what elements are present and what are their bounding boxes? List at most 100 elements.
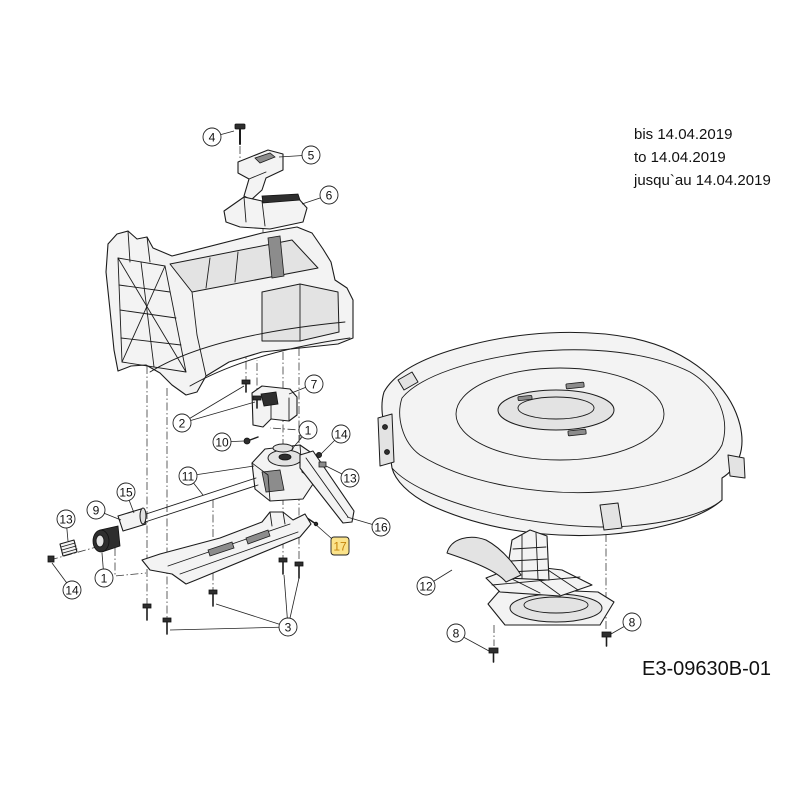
callout-circle [116, 482, 136, 502]
callout-13-lower[interactable]: 13 [56, 509, 76, 542]
bottom-plate-slot [245, 529, 271, 545]
housing-rear-box [261, 283, 340, 342]
callout-11[interactable]: 11 [178, 465, 255, 496]
callout-circle [278, 617, 298, 637]
callout-label: 17 [333, 539, 347, 553]
housing-lower-curve [149, 321, 346, 373]
callout-circle [62, 580, 82, 600]
screw-head [243, 437, 251, 445]
mount-bracket-fold [270, 397, 290, 422]
leader-line [215, 603, 289, 628]
callout-circle [331, 424, 351, 444]
callout-circle [304, 374, 324, 394]
validity-note: bis 14.04.2019 to 14.04.2019 jusqu`au 14… [633, 126, 771, 189]
mount-bracket-7 [251, 385, 298, 428]
bushing-bore [95, 534, 105, 548]
housing-rib [120, 337, 182, 346]
screw-10 [243, 436, 259, 445]
callout-14-upper[interactable]: 14 [320, 424, 351, 455]
callout-17-highlighted[interactable]: 17 [313, 522, 350, 556]
deck-skirt [391, 467, 723, 528]
callout-7[interactable]: 7 [288, 374, 324, 395]
callout-6[interactable]: 6 [301, 185, 339, 205]
bolt-8-left [488, 647, 499, 663]
callout-9[interactable]: 9 [86, 500, 122, 521]
callout-1-upper[interactable]: 1 [291, 420, 318, 450]
alignment-line [269, 427, 301, 440]
callout-8-left[interactable]: 8 [446, 623, 490, 652]
callout-15[interactable]: 15 [116, 482, 136, 514]
callout-circle [319, 185, 339, 205]
callout-label: 10 [215, 435, 229, 449]
screw-shank [249, 436, 259, 441]
leader-line [187, 465, 255, 477]
callouts: 4 5 6 7 2 10 [51, 127, 642, 652]
housing-inner-edge [205, 251, 239, 289]
drive-shaft-11 [139, 477, 259, 524]
lever-bracket-top [254, 152, 276, 164]
deck-side-bracket [727, 454, 746, 479]
callout-16[interactable]: 16 [346, 516, 391, 537]
callout-circle [212, 432, 232, 452]
callout-label: 5 [308, 148, 315, 162]
callout-4[interactable]: 4 [202, 127, 235, 147]
flap-grid [491, 576, 581, 586]
callout-14-lower[interactable]: 14 [51, 562, 82, 600]
callout-8-right[interactable]: 8 [610, 612, 642, 635]
cover-plate-strip [261, 193, 301, 204]
callout-label: 15 [119, 485, 133, 499]
drawing-number: E3-09630B-01 [642, 658, 771, 680]
flap-tower-grid [510, 558, 548, 562]
callout-label: 3 [285, 620, 292, 634]
upper-housing [105, 226, 354, 396]
validity-note-de: bis 14.04.2019 [634, 126, 732, 143]
screw-14-lower [47, 555, 55, 563]
gearbox-hub [278, 453, 292, 461]
callout-label: 13 [59, 512, 73, 526]
deck-slot [517, 394, 533, 402]
bolts-3 [142, 557, 304, 635]
bolt-4 [234, 123, 246, 145]
callout-label: 1 [305, 423, 312, 437]
callout-13-upper[interactable]: 13 [325, 465, 360, 488]
nut-body [318, 461, 327, 468]
callout-label: 8 [629, 615, 636, 629]
callout-circle [301, 145, 321, 165]
callout-label: 1 [101, 571, 108, 585]
callout-10[interactable]: 10 [212, 432, 245, 452]
callout-label: 4 [209, 130, 216, 144]
pin-end [313, 521, 319, 527]
lever-bracket-body [237, 149, 284, 201]
callout-2[interactable]: 2 [172, 385, 256, 433]
deck-front-bracket [377, 413, 395, 467]
housing-slot [267, 235, 285, 279]
gear-tooth [61, 545, 77, 551]
mount-bracket-spring [260, 391, 279, 407]
callout-label: 7 [311, 377, 318, 391]
callout-3[interactable]: 3 [169, 574, 300, 637]
callout-label: 14 [65, 583, 79, 597]
callout-label: 2 [179, 416, 186, 430]
callout-12[interactable]: 12 [416, 569, 453, 596]
gearbox-pulley-top [272, 443, 294, 453]
validity-note-en: to 14.04.2019 [634, 149, 726, 166]
shaft-edge [139, 477, 257, 517]
validity-note-fr: jusqu`au 14.04.2019 [633, 172, 771, 189]
gear-tooth [62, 548, 78, 554]
drive-lever-edge [305, 457, 349, 518]
shaft-edge [141, 484, 259, 524]
screw-head [47, 555, 55, 563]
flap-tower [505, 529, 550, 581]
lever-bracket-edge [248, 171, 267, 180]
leader-line [169, 626, 289, 631]
screw-14-upper [315, 451, 322, 458]
callout-1-lower[interactable]: 1 [94, 552, 114, 588]
callout-5[interactable]: 5 [278, 145, 321, 165]
callout-circle [371, 517, 391, 537]
callout-highlight-box [330, 536, 350, 556]
callout-circle [298, 420, 318, 440]
housing-post [146, 236, 151, 263]
callout-label: 14 [334, 427, 348, 441]
housing-lower-curve [189, 337, 351, 387]
housing-rib [121, 265, 166, 363]
